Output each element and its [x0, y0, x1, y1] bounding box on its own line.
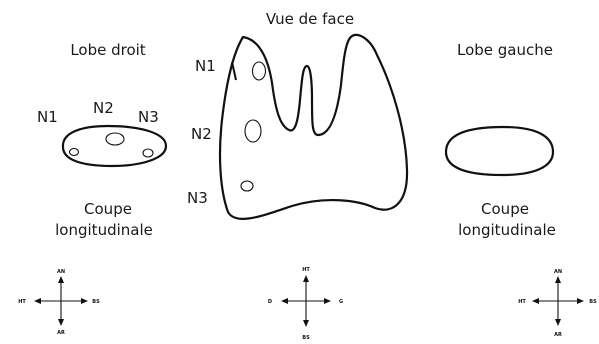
section-nodule-label-n2: N2	[93, 99, 114, 117]
section-right-caption-line1: Coupe	[481, 200, 529, 218]
front-nodule-label-n1: N1	[195, 57, 216, 75]
left-lobe-section-outline	[446, 127, 553, 175]
compass-left-left: HT	[18, 299, 26, 305]
right-lobe-section: N1 N2 N3	[37, 99, 166, 166]
orientation-compass-right: AN HT BS AR	[518, 269, 597, 338]
compass-left-right: BS	[92, 299, 100, 305]
compass-left-top: AN	[57, 269, 65, 275]
compass-center-right: G	[339, 299, 343, 305]
n1-pointer-mark	[232, 62, 236, 80]
section-nodule-n1	[70, 149, 79, 156]
orientation-compass-left: AN HT BS AR	[18, 269, 100, 336]
left-lobe-title: Lobe gauche	[457, 41, 553, 59]
compass-center-top: HT	[302, 267, 310, 273]
front-view-title: Vue de face	[266, 10, 354, 28]
section-nodule-n2	[106, 133, 124, 145]
compass-center-bottom: BS	[302, 335, 310, 341]
front-nodule-n2	[245, 120, 261, 142]
front-view: N1 N2 N3	[187, 35, 407, 219]
front-nodule-label-n3: N3	[187, 189, 208, 207]
section-nodule-label-n1: N1	[37, 108, 58, 126]
compass-right-bottom: AR	[554, 332, 562, 338]
compass-left-bottom: AR	[57, 330, 65, 336]
compass-right-right: BS	[589, 299, 597, 305]
section-right-caption-line2: longitudinale	[458, 221, 556, 239]
section-left-caption-line2: longitudinale	[55, 221, 153, 239]
compass-center-left: D	[268, 299, 272, 305]
front-nodule-n3	[241, 181, 253, 191]
compass-right-top: AN	[554, 269, 562, 275]
section-nodule-n3	[143, 149, 153, 157]
orientation-compass-center: HT D G BS	[268, 267, 343, 341]
right-lobe-title: Lobe droit	[70, 41, 145, 59]
compass-right-left: HT	[518, 299, 526, 305]
section-nodule-label-n3: N3	[138, 108, 159, 126]
front-nodule-n1	[253, 62, 266, 80]
front-nodule-label-n2: N2	[191, 125, 212, 143]
right-lobe-section-outline	[63, 126, 166, 166]
section-left-caption-line1: Coupe	[84, 200, 132, 218]
